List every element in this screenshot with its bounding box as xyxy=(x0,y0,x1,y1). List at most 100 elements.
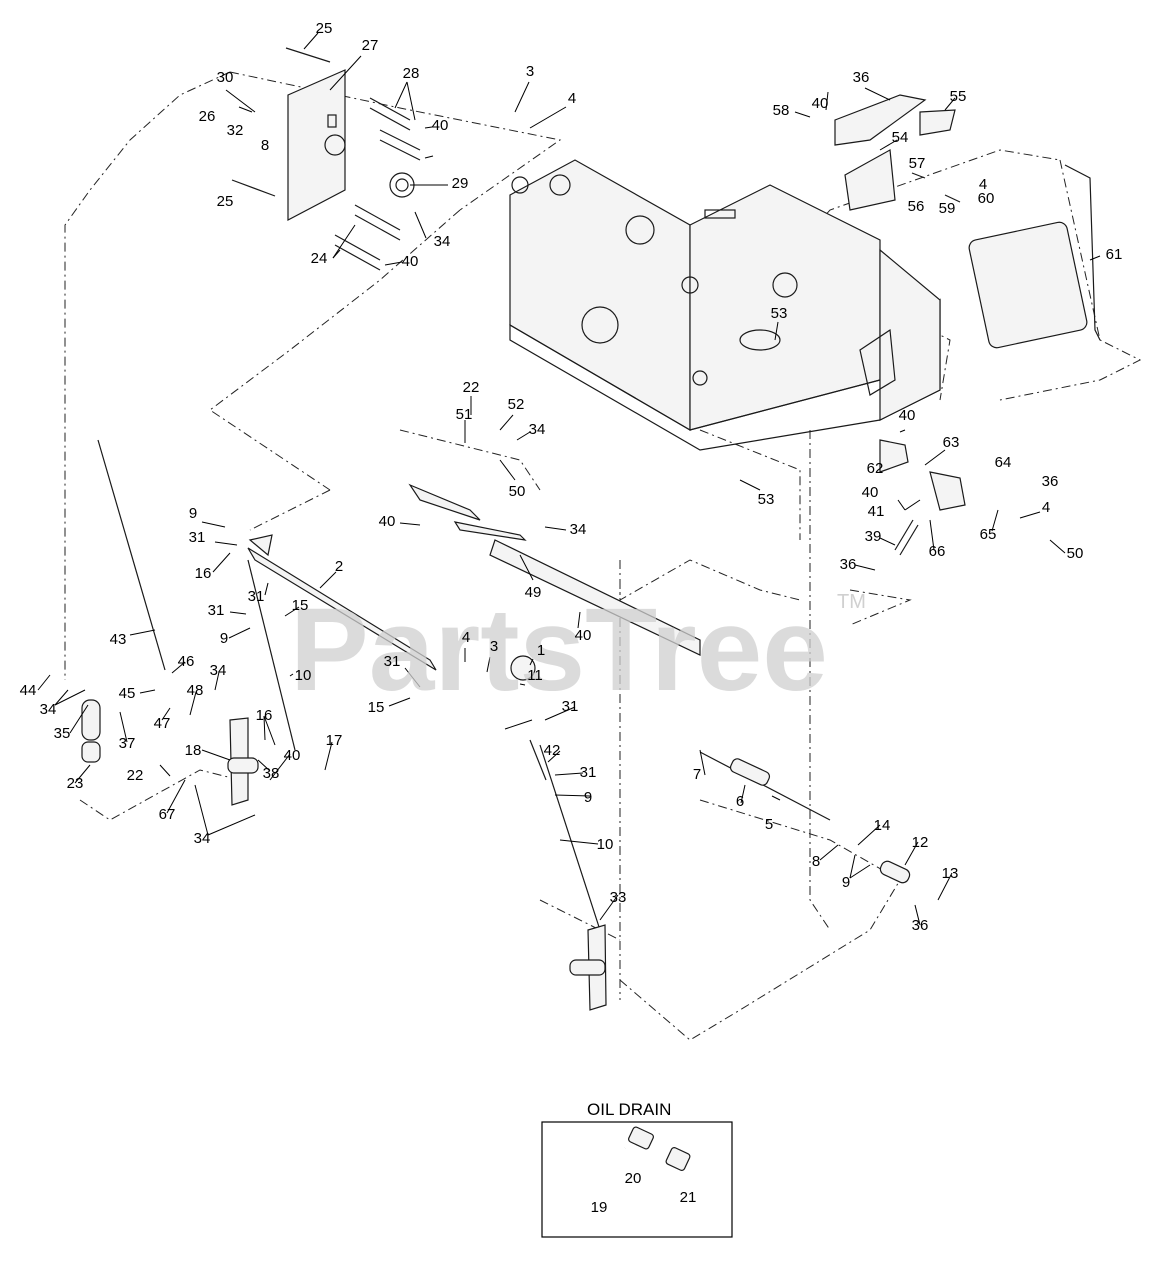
callout-label: 13 xyxy=(942,865,959,882)
frame-chassis xyxy=(509,159,941,451)
callout-label: 9 xyxy=(584,789,592,806)
callout-label: 34 xyxy=(434,233,451,250)
callout-label: 34 xyxy=(529,421,546,438)
callout-label: 12 xyxy=(912,834,929,851)
callout-label: 53 xyxy=(771,305,788,322)
callout-label: 31 xyxy=(189,529,206,546)
callout-label: 34 xyxy=(40,701,57,718)
callout-label: 8 xyxy=(812,853,820,870)
callout-label: 20 xyxy=(625,1170,642,1187)
callout-label: 4 xyxy=(979,176,987,193)
callout-label: 18 xyxy=(185,742,202,759)
callout-label: 51 xyxy=(456,406,473,423)
watermark-text: PartsTree xyxy=(290,584,828,716)
callout-label: 48 xyxy=(187,682,204,699)
callout-label: 25 xyxy=(217,193,234,210)
callout-label: 7 xyxy=(693,766,701,783)
callout-label: 1 xyxy=(537,642,545,659)
callout-label: 9 xyxy=(189,505,197,522)
callout-label: 3 xyxy=(526,63,534,80)
callout-label: 59 xyxy=(939,200,956,217)
linkage-levers xyxy=(81,439,966,1011)
callout-label: 31 xyxy=(248,588,265,605)
callout-label: 36 xyxy=(912,917,929,934)
callout-label: 10 xyxy=(295,667,312,684)
callout-label: 40 xyxy=(379,513,396,530)
callout-label: 40 xyxy=(899,407,916,424)
callout-label: 58 xyxy=(773,102,790,119)
callout-label: 55 xyxy=(950,88,967,105)
callout-label: 21 xyxy=(680,1189,697,1206)
callout-label: 38 xyxy=(263,765,280,782)
callout-label: 56 xyxy=(908,198,925,215)
callout-label: 22 xyxy=(127,767,144,784)
callout-label: 6 xyxy=(736,793,744,810)
callout-label: 36 xyxy=(1042,473,1059,490)
callout-label: 35 xyxy=(54,725,71,742)
watermark: PartsTree TM xyxy=(290,584,866,716)
callout-label: 45 xyxy=(119,685,136,702)
callout-label: 66 xyxy=(929,543,946,560)
callout-label: 4 xyxy=(1042,499,1050,516)
callout-label: 11 xyxy=(527,667,543,684)
callout-label: 41 xyxy=(868,503,885,520)
callout-label: 54 xyxy=(892,129,909,146)
callout-label: 43 xyxy=(110,631,127,648)
callout-label: 34 xyxy=(210,662,227,679)
callout-label: 50 xyxy=(509,483,526,500)
callout-label: 36 xyxy=(853,69,870,86)
callout-label: 40 xyxy=(402,253,419,270)
leader-lines xyxy=(37,32,1101,1201)
callout-label: 15 xyxy=(292,597,309,614)
callout-label: 29 xyxy=(452,175,469,192)
callout-label: 53 xyxy=(758,491,775,508)
callout-label: 14 xyxy=(874,817,891,834)
callout-label: 40 xyxy=(812,95,829,112)
callout-label: 28 xyxy=(403,65,420,82)
callout-label: 4 xyxy=(568,90,576,107)
callout-label: 31 xyxy=(208,602,225,619)
callout-label: 60 xyxy=(978,190,995,207)
callout-label: 31 xyxy=(562,698,579,715)
callout-label: 25 xyxy=(316,20,333,37)
callout-label: 40 xyxy=(862,484,879,501)
callout-label: 47 xyxy=(154,715,171,732)
callout-label: 24 xyxy=(311,250,328,267)
oil-drain-inset: OIL DRAIN xyxy=(541,1100,733,1238)
callout-label: 22 xyxy=(463,379,480,396)
callout-label: 33 xyxy=(610,889,627,906)
callout-label: 15 xyxy=(368,699,385,716)
callout-label: 40 xyxy=(284,747,301,764)
callout-label: 3 xyxy=(490,638,498,655)
callout-label: 42 xyxy=(544,742,561,759)
callout-label: 34 xyxy=(194,830,211,847)
phantom-lines xyxy=(64,71,1142,1041)
callout-label: 4 xyxy=(462,629,470,646)
callout-label: 19 xyxy=(591,1199,608,1216)
watermark-trademark: TM xyxy=(837,591,866,613)
callout-label: 32 xyxy=(227,122,244,139)
callout-label: 52 xyxy=(508,396,525,413)
callout-label: 17 xyxy=(326,732,343,749)
callout-label: 65 xyxy=(980,526,997,543)
oil-drain-title: OIL DRAIN xyxy=(587,1100,671,1119)
callout-label: 63 xyxy=(943,434,960,451)
callout-label: 67 xyxy=(159,806,176,823)
callout-label: 27 xyxy=(362,37,379,54)
callout-label: 44 xyxy=(20,682,37,699)
callout-label: 16 xyxy=(195,565,212,582)
callout-label: 2 xyxy=(335,558,343,575)
callout-label: 50 xyxy=(1067,545,1084,562)
callout-label: 39 xyxy=(865,528,882,545)
callout-label: 9 xyxy=(842,874,850,891)
callout-label: 37 xyxy=(119,735,136,752)
callout-label: 8 xyxy=(261,137,269,154)
callout-label: 16 xyxy=(256,707,273,724)
callout-label: 9 xyxy=(220,630,228,647)
right-bracket-assembly xyxy=(834,94,1101,349)
callout-label: 34 xyxy=(570,521,587,538)
mount-plate xyxy=(231,47,421,271)
callout-label: 30 xyxy=(217,69,234,86)
